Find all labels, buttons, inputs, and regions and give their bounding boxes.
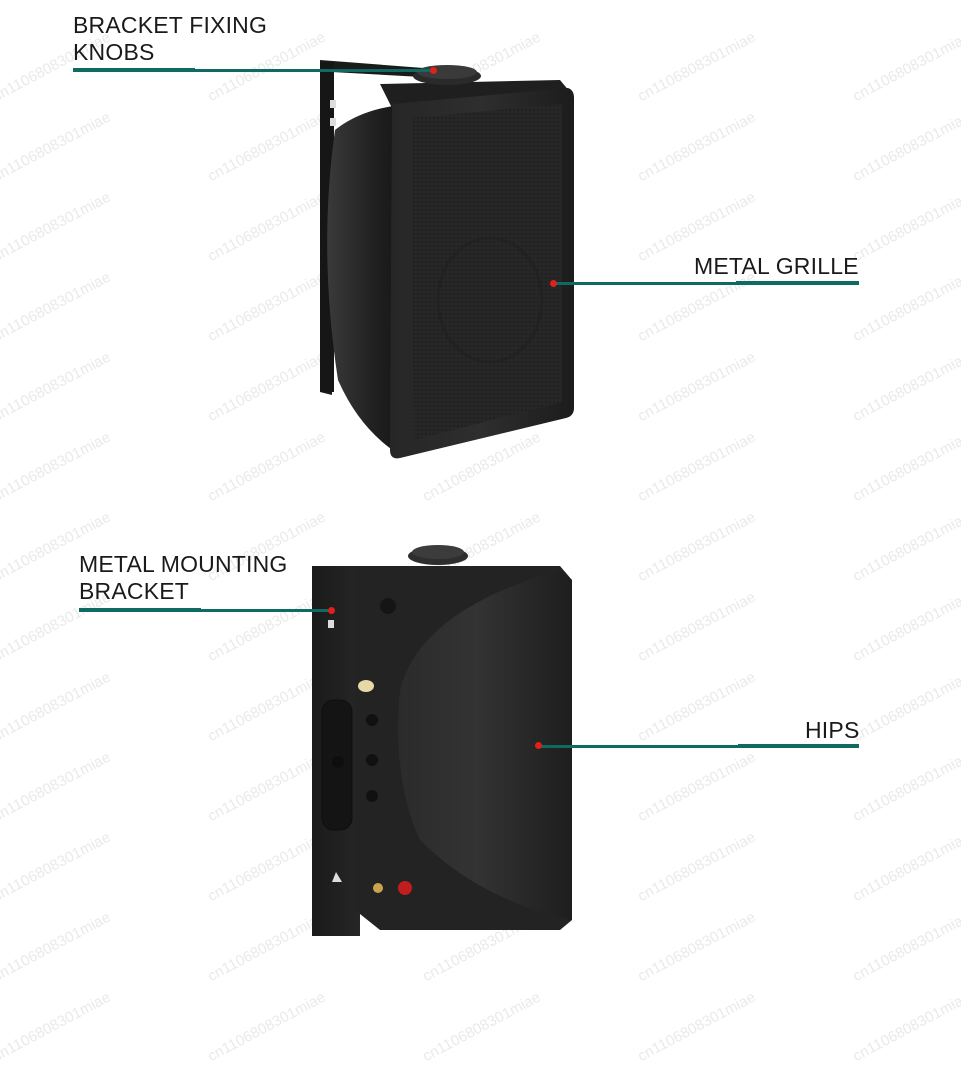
callout-metal-grille: METAL GRILLE — [694, 253, 859, 280]
callout-bracket-fixing-knobs: BRACKET FIXING KNOBS — [73, 12, 267, 66]
callout-hips: HIPS — [805, 717, 859, 744]
marker-dot-knobs — [430, 67, 437, 74]
watermark-text: cn1106808301miae — [635, 988, 759, 1065]
callout-label-line-1: BRACKET FIXING — [73, 12, 268, 38]
leader-line-knobs — [73, 69, 433, 72]
callout-label-line-2: BRACKET — [79, 578, 190, 604]
leader-accent-bracket — [79, 608, 201, 612]
leader-line-bracket — [79, 609, 328, 612]
marker-dot-bracket — [328, 607, 335, 614]
leader-line-grille — [556, 282, 859, 285]
leader-accent-grille — [736, 281, 859, 285]
leader-accent-hips — [738, 744, 859, 748]
watermark-text: cn1106808301miae — [0, 988, 114, 1065]
leader-line-hips — [540, 745, 859, 748]
leader-accent-knobs — [73, 68, 195, 72]
speaker-front-photo — [320, 60, 574, 459]
watermark-text: cn1106808301miae — [205, 988, 329, 1065]
speaker-rear-photo — [312, 545, 572, 936]
marker-dot-grille — [550, 280, 557, 287]
callout-label-line-2: KNOBS — [73, 39, 155, 65]
watermark-text: cn1106808301miae — [850, 988, 961, 1065]
callout-label: HIPS — [805, 717, 860, 743]
marker-dot-hips — [535, 742, 542, 749]
watermark-text: cn1106808301miae — [420, 988, 544, 1065]
callout-metal-mounting-bracket: METAL MOUNTING BRACKET — [79, 551, 288, 605]
callout-label: METAL GRILLE — [694, 253, 859, 279]
callout-label-line-1: METAL MOUNTING — [79, 551, 288, 577]
product-feature-graphic: cn1106808301miae cn1106808301miae cn110680… — [0, 12, 961, 1065]
